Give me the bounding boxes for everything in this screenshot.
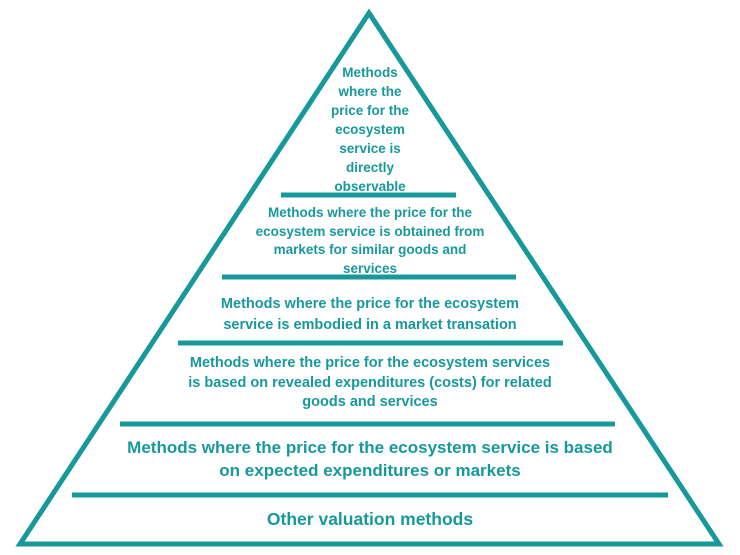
pyramid-outline <box>15 8 724 547</box>
pyramid-level-1-label: Methods where the price for the ecosyste… <box>330 65 409 194</box>
pyramid-level-4-label: Methods where the price for the ecosyste… <box>188 355 552 410</box>
pyramid-level-5-label: Methods where the price for the ecosyste… <box>127 438 613 480</box>
pyramid-level-2-label: Methods where the price for the ecosyste… <box>255 205 485 276</box>
pyramid-level-3-label: Methods where the price for the ecosyste… <box>220 296 520 333</box>
pyramid-level-6-label: Other valuation methods <box>266 509 474 529</box>
